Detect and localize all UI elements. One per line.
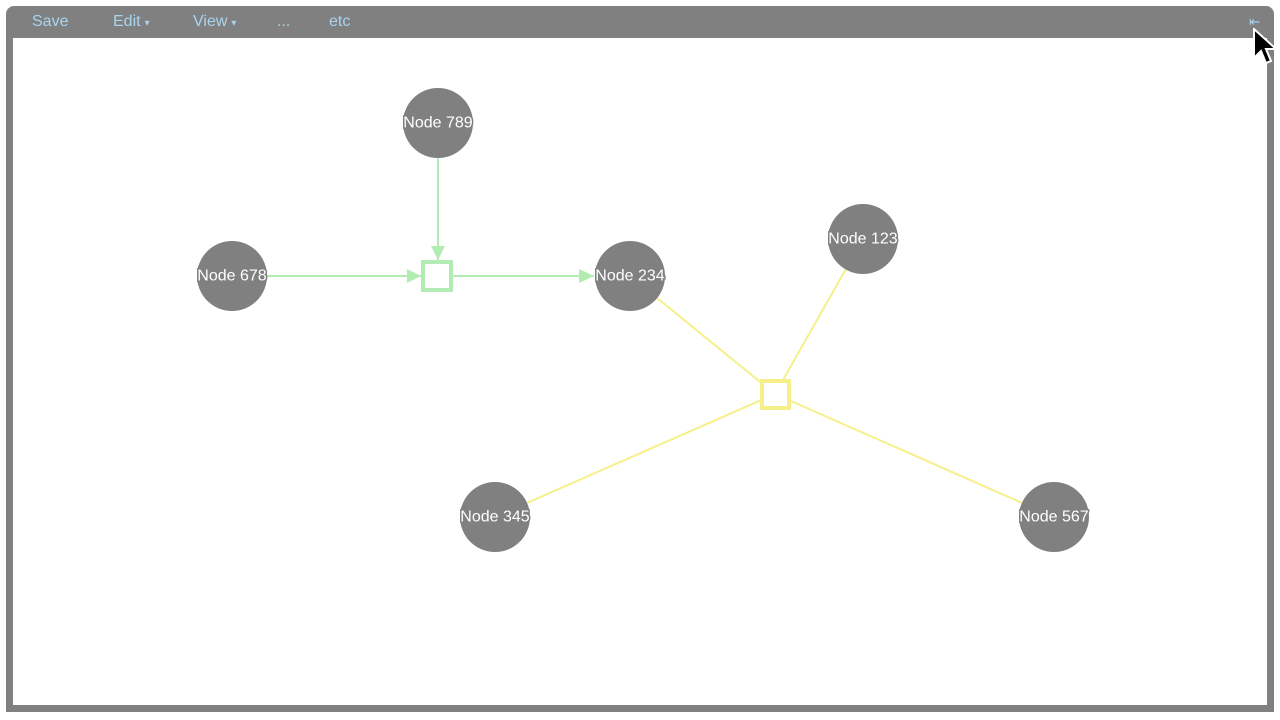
collapse-panel-icon[interactable]: ⇤ <box>1249 14 1260 29</box>
node-567-label: Node 567 <box>1019 509 1088 526</box>
green-junction[interactable] <box>421 260 453 292</box>
arrowhead-icon <box>407 269 421 283</box>
mouse-cursor-icon <box>1253 28 1279 65</box>
arrowhead-icon <box>431 246 445 260</box>
node-345[interactable] <box>460 482 530 552</box>
edge-345-junction[interactable] <box>494 393 776 518</box>
view-menu-label: View <box>193 13 228 30</box>
graph-canvas[interactable]: Node 789 Node 678 Node 234 Node 123 Node… <box>13 38 1267 705</box>
toolbar: Save Edit▾ View▾ ... etc ⇤ <box>6 6 1274 38</box>
graph: Node 789 Node 678 Node 234 Node 123 Node… <box>196 88 1090 552</box>
node-234[interactable] <box>595 241 665 311</box>
nodes <box>197 88 1089 552</box>
yellow-junction[interactable] <box>760 379 791 410</box>
edit-menu[interactable]: Edit▾ <box>113 13 150 31</box>
node-123-label: Node 123 <box>828 231 897 248</box>
node-234-label: Node 234 <box>595 268 664 285</box>
arrowhead-icon <box>579 269 594 283</box>
node-123[interactable] <box>828 204 898 274</box>
node-678[interactable] <box>197 241 267 311</box>
node-567[interactable] <box>1019 482 1089 552</box>
edge-567-junction[interactable] <box>774 393 1055 518</box>
node-345-label: Node 345 <box>460 509 529 526</box>
etc-menu[interactable]: etc <box>329 13 351 30</box>
more-menu[interactable]: ... <box>277 13 291 30</box>
node-789-label: Node 789 <box>403 115 472 132</box>
node-678-label: Node 678 <box>197 268 266 285</box>
chevron-down-icon: ▾ <box>144 18 150 29</box>
save-button[interactable]: Save <box>32 13 69 30</box>
editor-window: Save Edit▾ View▾ ... etc ⇤ <box>6 6 1274 712</box>
edit-menu-label: Edit <box>113 13 141 30</box>
view-menu[interactable]: View▾ <box>193 13 236 31</box>
chevron-down-icon: ▾ <box>231 18 237 29</box>
node-789[interactable] <box>403 88 473 158</box>
